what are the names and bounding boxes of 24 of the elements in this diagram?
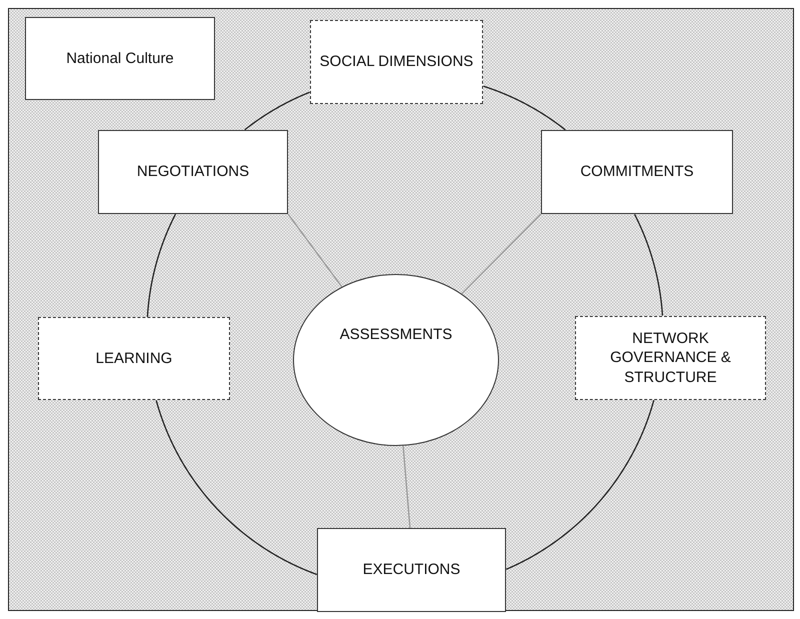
connector-line (634, 214, 664, 316)
connector-line (506, 400, 654, 570)
dashed-box (38, 317, 230, 400)
connector-line (244, 92, 310, 130)
connector-line (483, 86, 566, 130)
node-label: National Culture (65, 48, 175, 68)
connector-line (402, 446, 411, 528)
node-label: NETWORK GOVERNANCE & STRUCTURE (609, 328, 732, 388)
node-label: ASSESSMENTS (338, 325, 454, 345)
process-box (25, 17, 215, 100)
node-label: LEARNING (94, 348, 174, 368)
connector-line (461, 214, 542, 294)
connector-line (156, 400, 318, 576)
connector-line (146, 214, 176, 318)
node-label: SOCIAL DIMENSIONS (318, 52, 474, 72)
process-box (98, 130, 288, 214)
process-box (541, 130, 733, 214)
node-label: NEGOTIATIONS (136, 162, 250, 182)
connector-line (287, 214, 342, 288)
dashed-box (575, 316, 766, 400)
process-box (317, 528, 506, 612)
dashed-box (310, 20, 483, 104)
node-label: COMMITMENTS (579, 162, 695, 182)
node-label: EXECUTIONS (362, 560, 462, 580)
